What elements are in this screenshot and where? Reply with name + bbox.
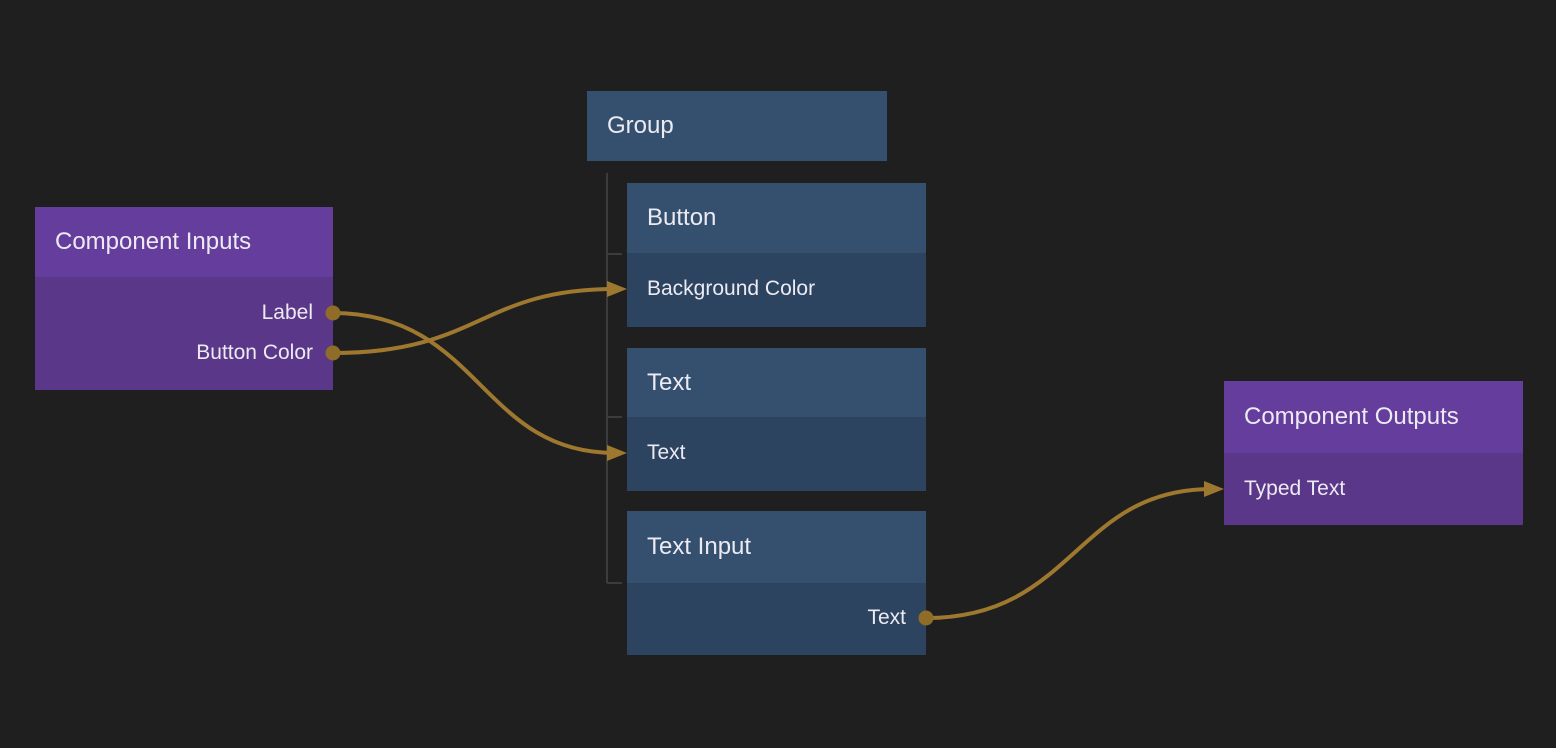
- node-title: Text: [647, 368, 692, 396]
- port-label[interactable]: Label: [261, 301, 313, 324]
- node-body: [627, 417, 926, 491]
- node-title: Component Outputs: [1244, 403, 1459, 430]
- node-body: [627, 253, 926, 327]
- port-text[interactable]: Text: [867, 606, 906, 629]
- edge-wire[interactable]: [331, 311, 617, 455]
- port-button-color[interactable]: Button Color: [196, 341, 313, 364]
- node-title: Text Input: [647, 533, 752, 560]
- node-header: Button: [627, 183, 926, 253]
- port-typed-text[interactable]: Typed Text: [1244, 477, 1346, 500]
- node-header: Text Input: [627, 511, 926, 583]
- node-title: Component Inputs: [55, 228, 252, 255]
- node-header: Text: [627, 348, 926, 417]
- node-header: Component Outputs: [1224, 381, 1523, 453]
- node-group[interactable]: Group: [587, 91, 887, 161]
- edge-wire[interactable]: [924, 487, 1214, 620]
- node-body: [35, 277, 333, 390]
- edge-wire[interactable]: [331, 287, 617, 355]
- node-body: [627, 583, 926, 655]
- port-text[interactable]: Text: [647, 441, 686, 464]
- port-dot[interactable]: [918, 610, 934, 626]
- node-body: [1224, 453, 1523, 525]
- node-title: Button: [647, 204, 717, 231]
- port-dot[interactable]: [325, 345, 341, 361]
- node-title: Group: [607, 112, 674, 139]
- node-header: Group: [587, 91, 887, 161]
- port-dot[interactable]: [325, 305, 341, 321]
- port-background-color[interactable]: Background Color: [647, 277, 816, 300]
- node-header: Component Inputs: [35, 207, 333, 277]
